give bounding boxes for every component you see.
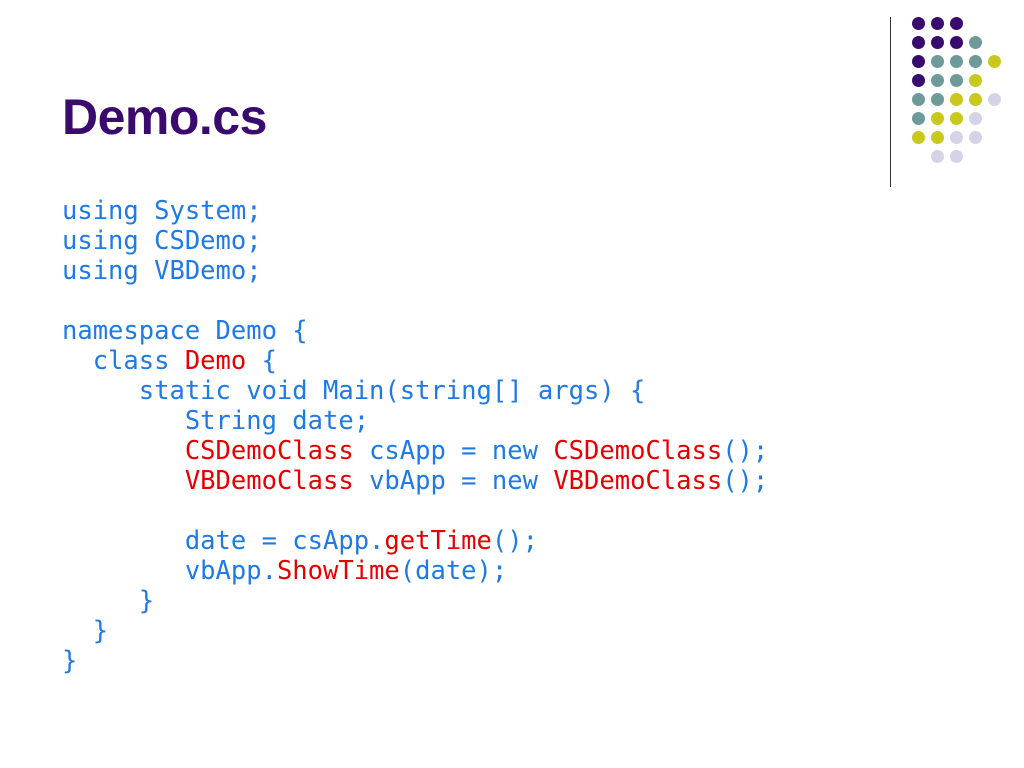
code-identifier-highlight: VBDemoClass bbox=[184, 466, 354, 496]
code-block: using System;using CSDemo;using VBDemo; n… bbox=[62, 196, 768, 676]
decorative-dot bbox=[950, 112, 963, 125]
code-text: vbApp. bbox=[62, 556, 277, 586]
code-text: using VBDemo; bbox=[62, 256, 262, 286]
code-text: { bbox=[246, 346, 277, 376]
code-identifier-highlight: CSDemoClass bbox=[184, 436, 354, 466]
code-line: vbApp.ShowTime(date); bbox=[62, 556, 768, 586]
code-text: csApp = new bbox=[353, 436, 554, 466]
decorative-dot bbox=[950, 131, 963, 144]
decorative-dot bbox=[988, 93, 1001, 106]
decorative-dot bbox=[950, 36, 963, 49]
code-line: String date; bbox=[62, 406, 768, 436]
decorative-dot bbox=[950, 150, 963, 163]
code-text: (date); bbox=[399, 556, 508, 586]
code-text: } bbox=[62, 646, 78, 676]
decorative-dot bbox=[950, 93, 963, 106]
code-identifier-highlight: Demo bbox=[184, 346, 247, 376]
code-line: } bbox=[62, 646, 768, 676]
decorative-dot bbox=[969, 74, 982, 87]
decorative-dot bbox=[912, 112, 925, 125]
decorative-dot bbox=[950, 17, 963, 30]
code-line: class Demo { bbox=[62, 346, 768, 376]
decorative-dot bbox=[931, 112, 944, 125]
code-line: date = csApp.getTime(); bbox=[62, 526, 768, 556]
decorative-dot bbox=[969, 131, 982, 144]
code-line: using System; bbox=[62, 196, 768, 226]
code-line: CSDemoClass csApp = new CSDemoClass(); bbox=[62, 436, 768, 466]
code-text: (); bbox=[722, 436, 769, 466]
code-text: static void Main(string[] args) { bbox=[62, 376, 646, 406]
slide-title: Demo.cs bbox=[62, 89, 267, 145]
decorative-dot bbox=[969, 36, 982, 49]
code-identifier-highlight: VBDemoClass bbox=[553, 466, 723, 496]
decorative-dot bbox=[969, 55, 982, 68]
code-text: using CSDemo; bbox=[62, 226, 262, 256]
code-text: namespace Demo { bbox=[62, 316, 308, 346]
code-identifier-highlight: ShowTime bbox=[276, 556, 400, 586]
decorative-dot bbox=[912, 55, 925, 68]
code-line: namespace Demo { bbox=[62, 316, 768, 346]
decorative-dot bbox=[931, 17, 944, 30]
decorative-dot bbox=[931, 55, 944, 68]
code-line bbox=[62, 286, 768, 316]
decorative-dot bbox=[912, 131, 925, 144]
decorative-dot bbox=[931, 93, 944, 106]
decorative-dot bbox=[912, 93, 925, 106]
decorative-dot bbox=[988, 55, 1001, 68]
decorative-dot bbox=[931, 74, 944, 87]
code-text: class bbox=[62, 346, 185, 376]
decorative-dot bbox=[912, 74, 925, 87]
code-text bbox=[62, 436, 185, 466]
code-line: using CSDemo; bbox=[62, 226, 768, 256]
code-text: } bbox=[62, 616, 109, 646]
decorative-dot bbox=[912, 17, 925, 30]
code-text: vbApp = new bbox=[353, 466, 554, 496]
decorative-dot bbox=[950, 74, 963, 87]
decorative-dot bbox=[969, 112, 982, 125]
code-line: VBDemoClass vbApp = new VBDemoClass(); bbox=[62, 466, 768, 496]
decorative-dot bbox=[931, 36, 944, 49]
decorative-dot bbox=[950, 55, 963, 68]
code-text bbox=[62, 466, 185, 496]
code-identifier-highlight: CSDemoClass bbox=[553, 436, 723, 466]
code-line: } bbox=[62, 586, 768, 616]
code-text: using System; bbox=[62, 196, 262, 226]
decorative-dot bbox=[931, 131, 944, 144]
code-line: static void Main(string[] args) { bbox=[62, 376, 768, 406]
decorative-dot bbox=[931, 150, 944, 163]
code-identifier-highlight: getTime bbox=[384, 526, 492, 556]
decorative-dot bbox=[912, 36, 925, 49]
code-text: date = csApp. bbox=[62, 526, 385, 556]
code-line: using VBDemo; bbox=[62, 256, 768, 286]
code-text: } bbox=[62, 586, 155, 616]
code-line: } bbox=[62, 616, 768, 646]
code-line bbox=[62, 496, 768, 526]
code-text: String date; bbox=[62, 406, 370, 436]
code-text: (); bbox=[491, 526, 538, 556]
title-divider bbox=[890, 17, 891, 187]
code-text: (); bbox=[722, 466, 769, 496]
decorative-dot bbox=[969, 93, 982, 106]
